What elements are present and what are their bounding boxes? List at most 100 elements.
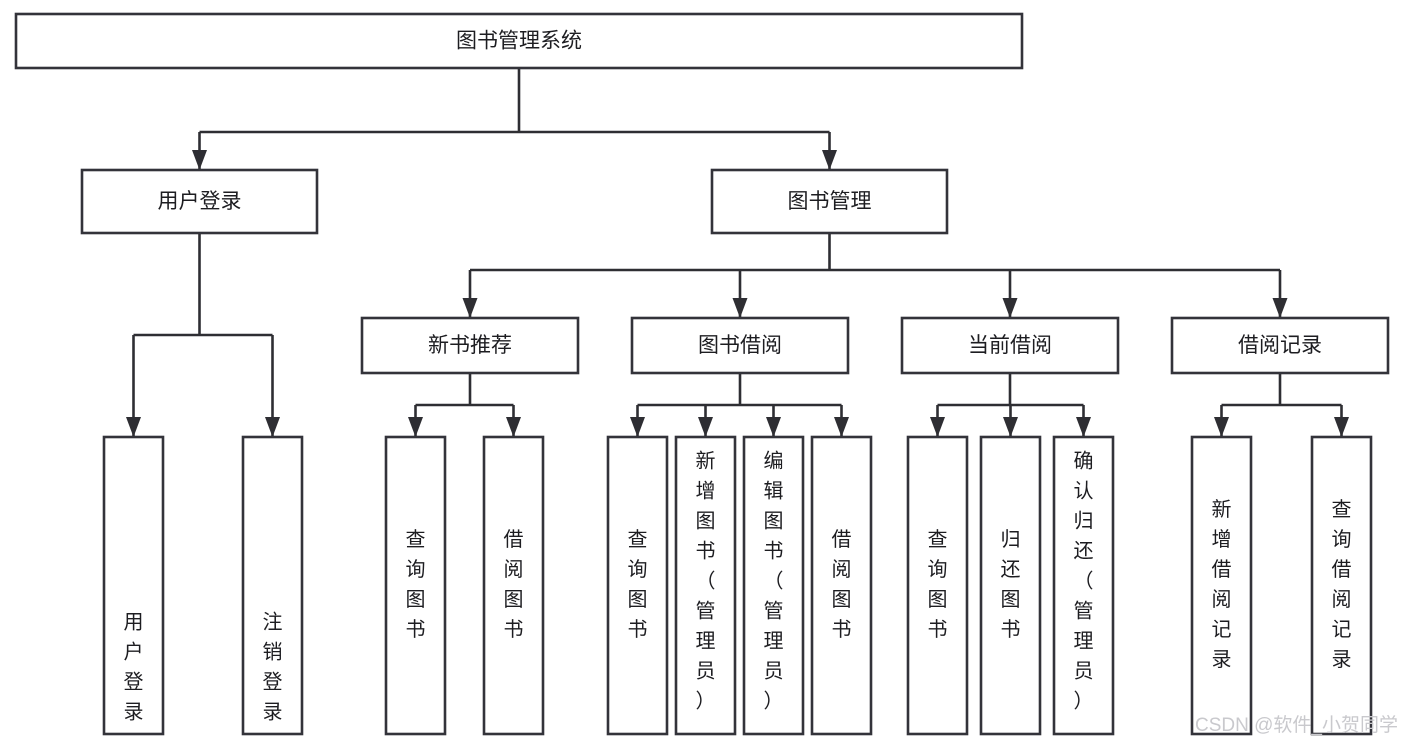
arrow-head-icon — [630, 417, 645, 437]
arrow-head-icon — [698, 417, 713, 437]
node-label-char: 书 — [504, 618, 524, 641]
node-box — [1052, 435, 1115, 736]
arrow-head-icon — [1334, 417, 1349, 437]
node-label-char: 记 — [1212, 618, 1232, 641]
node-user-login[interactable]: 用户登录 — [80, 168, 319, 235]
node-label-char: 图 — [504, 589, 524, 611]
node-label-char: 增 — [1212, 528, 1232, 551]
node-box — [674, 435, 737, 736]
node-book-borrow[interactable]: 图书借阅 — [630, 316, 850, 375]
arrow-head-icon — [1214, 417, 1229, 437]
node-label-char: 登 — [124, 670, 144, 693]
node-book-management[interactable]: 图书管理 — [710, 168, 949, 235]
node-label-char: 图 — [928, 589, 948, 611]
node-label-char: 辑 — [764, 479, 784, 502]
node-box — [14, 12, 1024, 70]
node-label: 图书借阅 — [698, 334, 782, 357]
node-label: 新书推荐 — [428, 334, 512, 357]
csdn-watermark: CSDN @软件_小贺同学 — [1195, 714, 1398, 736]
node-label-char: ） — [1074, 689, 1094, 712]
node-box — [482, 435, 545, 736]
node-label-char: 查 — [1332, 498, 1352, 521]
node-label-char: 阅 — [1212, 588, 1232, 611]
node-label-char: （ — [764, 569, 784, 592]
node-new-book-recommend[interactable]: 新书推荐 — [360, 316, 580, 375]
node-label-char: 登 — [263, 670, 283, 693]
node-label-char: 图 — [1001, 589, 1021, 611]
node-label-char: 查 — [928, 528, 948, 551]
node-label-char: 注 — [263, 610, 283, 633]
node-box — [1170, 316, 1390, 375]
connector-layer — [126, 68, 1349, 437]
node-label: 图书管理系统 — [456, 30, 582, 53]
node-box — [906, 435, 969, 736]
node-label-char: 借 — [1212, 558, 1232, 581]
node-label-char: 销 — [263, 640, 283, 663]
node-label-char: 户 — [124, 640, 144, 663]
node-label-char: 录 — [124, 701, 144, 723]
node-label-char: 新 — [1212, 498, 1232, 521]
node-label-char: 录 — [1332, 649, 1352, 671]
node-leaf-user-login[interactable]: 用户登录 — [102, 435, 165, 736]
node-label-char: 图 — [832, 589, 852, 611]
arrow-head-icon — [766, 417, 781, 437]
node-label-char: 管 — [696, 599, 716, 622]
node-label-char: 图 — [628, 589, 648, 611]
node-label-char: 理 — [764, 630, 784, 652]
node-label-char: 借 — [504, 528, 524, 551]
node-label-char: 还 — [1074, 539, 1094, 562]
node-label-char: 录 — [1212, 649, 1232, 671]
arrow-head-icon — [834, 417, 849, 437]
node-label-char: 管 — [1074, 599, 1094, 622]
arrow-head-icon — [126, 417, 141, 437]
node-box — [384, 435, 447, 736]
arrow-head-icon — [1002, 298, 1018, 318]
node-label-char: 询 — [928, 558, 948, 581]
arrow-head-icon — [506, 417, 521, 437]
arrow-head-icon — [1272, 298, 1288, 318]
arrow-head-icon — [822, 150, 837, 170]
node-box — [710, 168, 949, 235]
node-root-system[interactable]: 图书管理系统 — [14, 12, 1024, 70]
node-label-char: 书 — [696, 539, 716, 562]
node-label-char: 员 — [696, 660, 716, 682]
node-label-char: 用 — [124, 611, 144, 633]
node-label: 用户登录 — [158, 190, 242, 213]
node-label-char: 理 — [1074, 630, 1094, 652]
node-label-char: 询 — [406, 558, 426, 581]
node-current-borrow[interactable]: 当前借阅 — [900, 316, 1120, 375]
node-label-char: 阅 — [832, 558, 852, 581]
node-label-char: 阅 — [1332, 588, 1352, 611]
node-label-char: 增 — [696, 479, 716, 502]
arrow-head-icon — [930, 417, 945, 437]
node-label-char: ） — [764, 689, 784, 712]
node-label: 当前借阅 — [968, 334, 1052, 357]
node-box — [900, 316, 1120, 375]
node-label-char: 归 — [1001, 528, 1021, 551]
node-label-char: 认 — [1074, 479, 1094, 502]
node-label-char: 员 — [1074, 660, 1094, 682]
node-label-char: 书 — [832, 618, 852, 641]
node-box — [80, 168, 319, 235]
node-borrow-record[interactable]: 借阅记录 — [1170, 316, 1390, 375]
node-label-char: 书 — [628, 618, 648, 641]
node-label-char: 询 — [628, 558, 648, 581]
node-label: 图书管理 — [788, 190, 872, 213]
arrow-head-icon — [265, 417, 280, 437]
node-label-char: 借 — [832, 528, 852, 551]
node-label-char: 记 — [1332, 618, 1352, 641]
